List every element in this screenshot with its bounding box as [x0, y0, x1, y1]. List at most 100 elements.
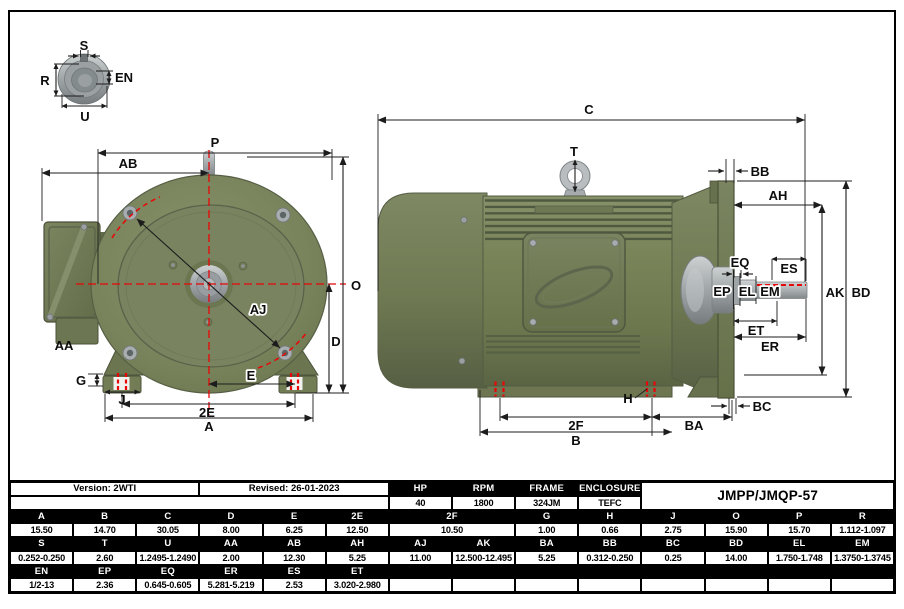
- dim-value-cell: 12.500-12.495: [451, 550, 516, 565]
- dim-label-s: S: [80, 38, 89, 53]
- dim-value-cell: [515, 578, 579, 592]
- dim-header-cell: E: [262, 509, 326, 524]
- logo-swoosh: [534, 265, 614, 309]
- dim-header-cell: C: [136, 509, 200, 524]
- dim-header-cell: AB: [262, 537, 326, 551]
- dim-header-cell: BD: [704, 537, 768, 551]
- dim-AJ: AJ: [136, 218, 281, 349]
- dim-H: H: [623, 388, 648, 406]
- dim-D: D: [325, 283, 342, 393]
- dim-EN: EN: [96, 70, 133, 85]
- dim-value-cell: 5.281-5.219: [199, 578, 263, 592]
- dim-label-em: EM: [760, 284, 780, 299]
- dim-label-e: E: [247, 368, 256, 383]
- dim-value-cell: 0.312-0.250: [578, 550, 642, 565]
- dim-value-cell: 8.00: [199, 523, 263, 537]
- dim-T: T: [570, 144, 578, 192]
- dim-header-cell: J: [641, 509, 705, 524]
- dim-header-cell: EM: [830, 537, 894, 551]
- dim-label-p: P: [211, 135, 220, 150]
- empty-cell: [10, 495, 389, 510]
- dim-label-el: EL: [739, 284, 756, 299]
- dim-value-cell: 0.25: [641, 550, 705, 565]
- shaft-end-detail: S R EN U: [40, 38, 133, 124]
- dim-value-cell: 2.75: [641, 523, 705, 537]
- dim-value-cell: [704, 578, 768, 592]
- dim-BD: BD: [737, 180, 871, 398]
- dim-value-cell: 11.00: [388, 550, 452, 565]
- dim-value-cell: [641, 578, 705, 592]
- dim-header-cell: A: [10, 509, 74, 524]
- dim-label-aa: AA: [55, 338, 74, 353]
- dim-ER: ER: [733, 299, 807, 354]
- dim-R: R: [40, 63, 84, 97]
- frame-value: 324JM: [515, 495, 579, 510]
- dim-label-a: A: [204, 419, 214, 434]
- dim-value-cell: 0.66: [578, 523, 642, 537]
- model-cell: JMPP/JMQP-57: [641, 482, 894, 510]
- dim-label-bb: BB: [751, 164, 770, 179]
- dim-label-aj: AJ: [250, 302, 267, 317]
- dim-header-cell: AJ: [388, 537, 452, 551]
- dim-header-cell: ES: [262, 564, 326, 579]
- dim-label-ab: AB: [119, 156, 138, 171]
- dim-BA: BA: [651, 413, 732, 433]
- enclosure-header: ENCLOSURE: [578, 482, 642, 496]
- front-view: P AB O D AJ E 2E A: [41, 135, 361, 434]
- dim-label-d: D: [331, 334, 340, 349]
- dim-label-eq: EQ: [731, 255, 750, 270]
- dim-label-en: EN: [115, 70, 133, 85]
- dim-value-cell: [830, 578, 894, 592]
- dim-header-cell: G: [515, 509, 579, 524]
- dim-header-cell: H: [578, 509, 642, 524]
- dim-EQ: EQ: [722, 253, 753, 278]
- dim-header-cell: AH: [325, 537, 389, 551]
- hp-value: 40: [388, 495, 452, 510]
- dim-header-cell: BA: [515, 537, 579, 551]
- dim-header-cell: 2E: [325, 509, 389, 524]
- dim-value-cell: 2.00: [199, 550, 263, 565]
- rpm-header: RPM: [451, 482, 516, 496]
- dim-header-cell: BC: [641, 537, 705, 551]
- dim-AK: AK: [744, 204, 845, 376]
- dim-A: A: [104, 394, 314, 434]
- dim-G: G: [76, 373, 103, 388]
- dim-E: E: [208, 366, 295, 388]
- dim-value-cell: 14.70: [73, 523, 137, 537]
- fan-cover: [377, 192, 488, 389]
- dim-header-cell: BB: [578, 537, 642, 551]
- dim-AB: AB: [41, 156, 209, 221]
- dim-label-c: C: [584, 102, 594, 117]
- dim-2F: 2F: [499, 413, 652, 433]
- dim-value-cell: 15.50: [10, 523, 74, 537]
- dim-value-cell: 2.60: [73, 550, 137, 565]
- dim-header-cell: P: [767, 509, 831, 524]
- dim-label-ep: EP: [713, 284, 731, 299]
- dim-label-b: B: [571, 433, 580, 448]
- dim-value-cell: 5.25: [515, 550, 579, 565]
- dim-header-cell: R: [830, 509, 894, 524]
- dim-label-bd: BD: [852, 285, 871, 300]
- dim-header-cell: B: [73, 509, 137, 524]
- dim-header-cell: ET: [325, 564, 389, 579]
- side-dimensions: C T BB AH AK BD EQ: [377, 102, 871, 448]
- dim-value-cell: 1.3750-1.3745: [830, 550, 894, 565]
- dim-value-cell: 15.90: [704, 523, 768, 537]
- hp-header: HP: [388, 482, 452, 496]
- dim-label-r: R: [40, 73, 50, 88]
- dim-value-cell: 3.020-2.980: [325, 578, 389, 592]
- dim-value-cell: 6.25: [262, 523, 326, 537]
- dim-BC: BC: [711, 398, 772, 414]
- dim-label-er: ER: [761, 339, 780, 354]
- dim-value-cell: 1/2-13: [10, 578, 74, 592]
- dim-label-ak: AK: [826, 285, 845, 300]
- dim-label-ah: AH: [769, 188, 788, 203]
- dim-header-cell: AK: [451, 537, 516, 551]
- dim-value-cell: 12.50: [325, 523, 389, 537]
- dim-header-cell: D: [199, 509, 263, 524]
- cooling-fins: [485, 199, 681, 354]
- rpm-value: 1800: [451, 495, 516, 510]
- enclosure-value: TEFC: [578, 495, 642, 510]
